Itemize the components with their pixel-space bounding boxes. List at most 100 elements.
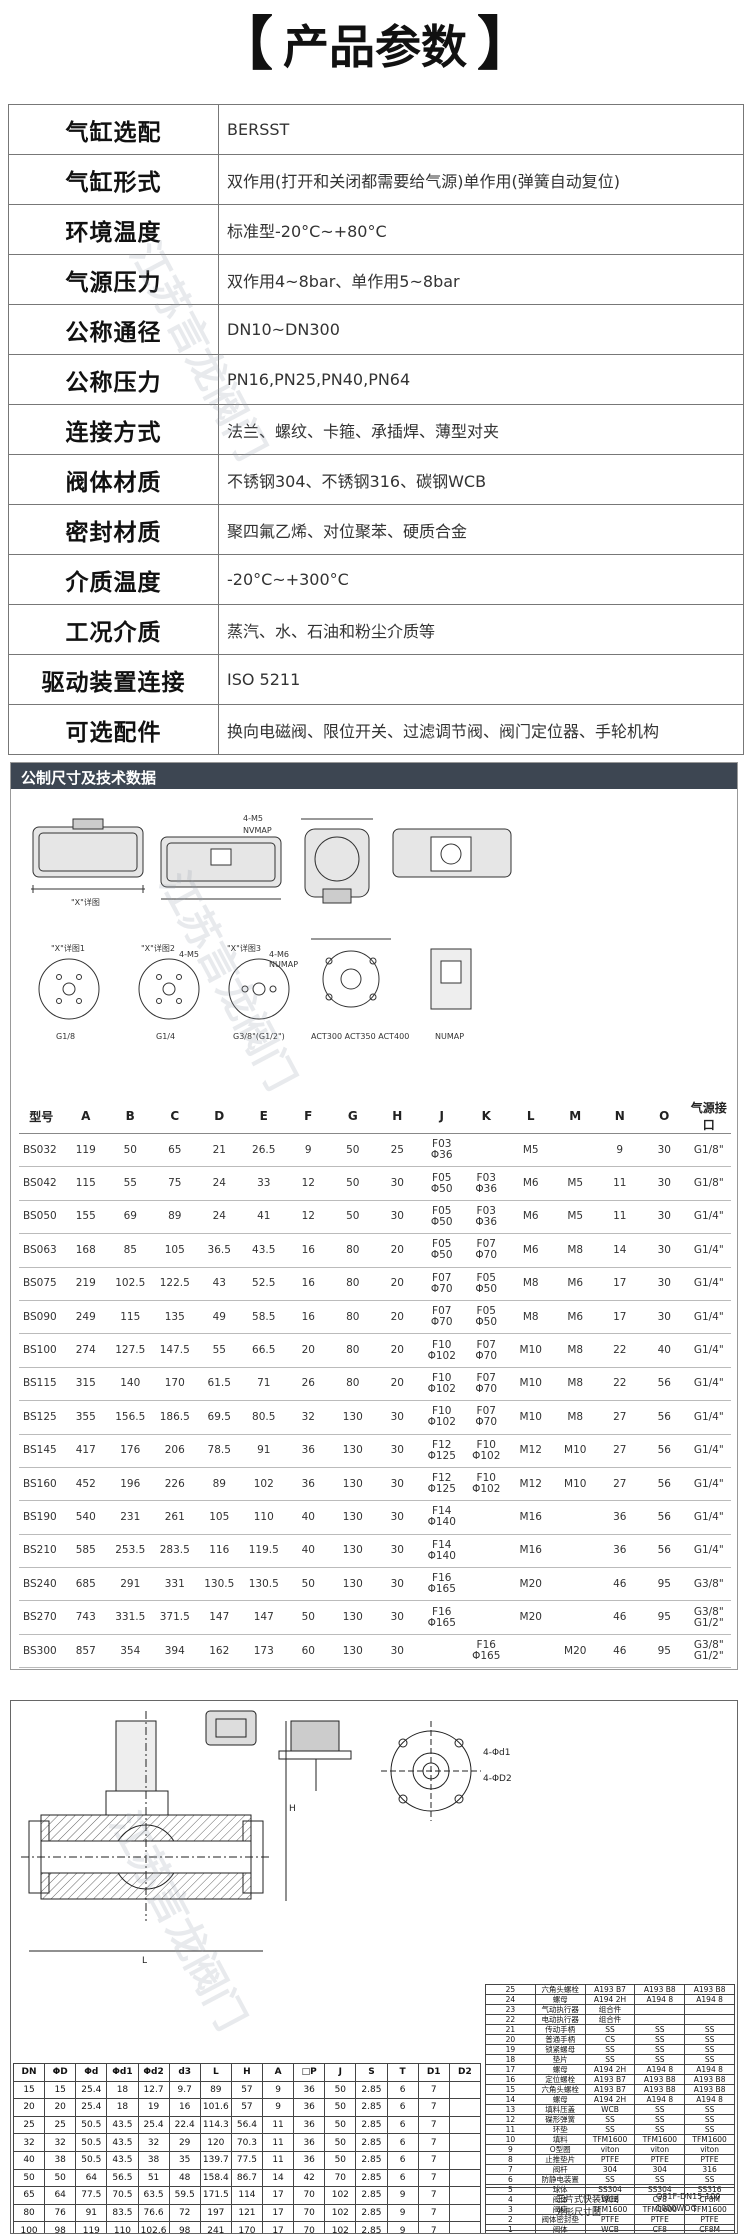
valve-dim-cell: 91 bbox=[75, 2203, 108, 2223]
valve-dim-header: Φd bbox=[75, 2063, 108, 2082]
dim-cell: 176 bbox=[108, 1434, 153, 1468]
dim-cell: 105 bbox=[197, 1500, 242, 1535]
dim-cell: 52.5 bbox=[241, 1267, 286, 1301]
dim-cell: 540 bbox=[63, 1500, 108, 1535]
param-row: 环境温度标准型-20°C~+80°C bbox=[8, 204, 744, 255]
dim-cell: F10 Φ102 bbox=[419, 1367, 464, 1402]
part-cell: 304 bbox=[634, 2164, 686, 2175]
dim-cell: F05 Φ50 bbox=[464, 1267, 509, 1301]
valve-dim-cell: 102 bbox=[324, 2221, 357, 2233]
part-cell: A194 8 bbox=[684, 2094, 735, 2105]
dim-cell: 32 bbox=[286, 1400, 331, 1435]
part-cell: SS bbox=[684, 2114, 735, 2125]
dim-cell: F10 Φ102 bbox=[419, 1400, 464, 1435]
actuator-front-view bbox=[31, 818, 145, 893]
valve-dim-cell: 9 bbox=[386, 2186, 419, 2205]
part-cell: SS bbox=[684, 2024, 735, 2035]
valve-dim-cell: 17 bbox=[261, 2221, 295, 2233]
dim-cell: 36.5 bbox=[197, 1233, 242, 1268]
valve-dim-cell: 17 bbox=[261, 2203, 295, 2223]
dim-cell: 89 bbox=[197, 1467, 242, 1502]
dim-cell: 60 bbox=[286, 1634, 331, 1669]
dim-cell: 55 bbox=[108, 1166, 153, 1201]
valve-dim-cell: 9 bbox=[386, 2221, 419, 2233]
param-row: 阀体材质不锈钢304、不锈钢316、碳钢WCB bbox=[8, 454, 744, 505]
valve-dim-cell: 197 bbox=[199, 2203, 232, 2223]
dim-cell: 61.5 bbox=[197, 1367, 242, 1402]
valve-dim-cell: 11 bbox=[261, 2115, 295, 2135]
actuator-bottom-view bbox=[392, 828, 512, 878]
dim-cell: 127.5 bbox=[108, 1333, 153, 1368]
valve-dim-cell: 25 bbox=[12, 2115, 46, 2135]
valve-dim-cell: 11 bbox=[261, 2150, 295, 2170]
dim-cell: 30 bbox=[375, 1467, 420, 1502]
part-cell: A193 B8 bbox=[634, 2084, 686, 2095]
m6-label: 4-M6 bbox=[269, 950, 289, 959]
dim-cell: 46 bbox=[597, 1567, 642, 1602]
part-cell: SS bbox=[584, 2024, 636, 2035]
valve-dim-cell: 63.5 bbox=[137, 2186, 170, 2205]
dim-cell: 450 bbox=[152, 1667, 197, 1669]
dim-cell: F07 Φ70 bbox=[464, 1400, 509, 1435]
dim-cell: 162 bbox=[197, 1634, 242, 1669]
valve-dim-cell: 7 bbox=[417, 2150, 450, 2170]
part-cell: A194 8 bbox=[684, 2064, 735, 2075]
dim-cell: 30 bbox=[375, 1634, 420, 1669]
dim-cell: M20 bbox=[508, 1600, 553, 1635]
dim-cell: 95 bbox=[642, 1667, 687, 1669]
part-cell: 六角头螺栓 bbox=[534, 1984, 586, 1995]
dim-cell: 41 bbox=[241, 1200, 286, 1235]
part-cell: 组合件 bbox=[584, 2004, 636, 2015]
valve-dim-cell: 98 bbox=[44, 2221, 77, 2233]
part-cell: 螺母 bbox=[534, 2094, 586, 2105]
dim-cell: 9 bbox=[597, 1133, 642, 1168]
dim-cell: 140 bbox=[108, 1367, 153, 1402]
part-cell: A194 8 bbox=[684, 1994, 735, 2005]
valve-dim-cell: 36 bbox=[293, 2098, 326, 2117]
part-cell: 23 bbox=[485, 2004, 536, 2015]
valve-dim-cell: 139.7 bbox=[199, 2150, 232, 2170]
dim-cell: 135 bbox=[152, 1300, 197, 1335]
nvmap-label: NVMAP bbox=[243, 826, 272, 835]
part-cell: SS bbox=[634, 2034, 686, 2045]
param-label: 介质温度 bbox=[8, 554, 219, 605]
valve-dim-cell: 89 bbox=[199, 2080, 232, 2100]
dim-cell: 24 bbox=[197, 1166, 242, 1201]
param-value: 标准型-20°C~+80°C bbox=[218, 204, 744, 255]
dim-cell: 130 bbox=[330, 1434, 375, 1468]
dim-cell: 50 bbox=[330, 1133, 375, 1168]
valve-dim-cell: 56.4 bbox=[230, 2115, 264, 2135]
valve-dim-cell: 7 bbox=[417, 2133, 450, 2152]
dim-cell: 168 bbox=[63, 1233, 108, 1268]
dim-cell: F05 Φ50 bbox=[419, 1200, 464, 1235]
dim-cell bbox=[553, 1600, 598, 1635]
dim-column-header: M bbox=[553, 1099, 598, 1134]
param-value: PN16,PN25,PN40,PN64 bbox=[218, 354, 744, 405]
dim-cell: 40 bbox=[642, 1333, 687, 1368]
dim-cell: M16 bbox=[508, 1667, 553, 1669]
dim-cell: 30 bbox=[375, 1200, 420, 1235]
dim-cell bbox=[553, 1567, 598, 1602]
dim-cell: F12 Φ125 bbox=[419, 1467, 464, 1502]
param-value: 双作用(打开和关闭都需要给气源)单作用(弹簧自动复位) bbox=[218, 154, 744, 205]
valve-dim-cell: 65 bbox=[12, 2186, 46, 2205]
part-cell: viton bbox=[634, 2144, 686, 2155]
valve-dim-cell: 80 bbox=[12, 2203, 46, 2223]
valve-dim-cell: 50 bbox=[324, 2150, 357, 2170]
dim-cell: M10 bbox=[508, 1400, 553, 1435]
dim-cell bbox=[553, 1133, 598, 1168]
dim-cell: 30 bbox=[642, 1233, 687, 1268]
valve-dim-cell: 110 bbox=[106, 2221, 139, 2233]
numap2-label: NUMAP bbox=[269, 960, 298, 969]
dim-cell: BS350 bbox=[19, 1667, 64, 1669]
dim-cell: 36 bbox=[286, 1467, 331, 1502]
dim-cell: F16 Φ165 bbox=[464, 1634, 509, 1669]
valve-dim-cell: 15 bbox=[44, 2080, 77, 2100]
valve-dim-cell: 70.5 bbox=[106, 2186, 139, 2205]
